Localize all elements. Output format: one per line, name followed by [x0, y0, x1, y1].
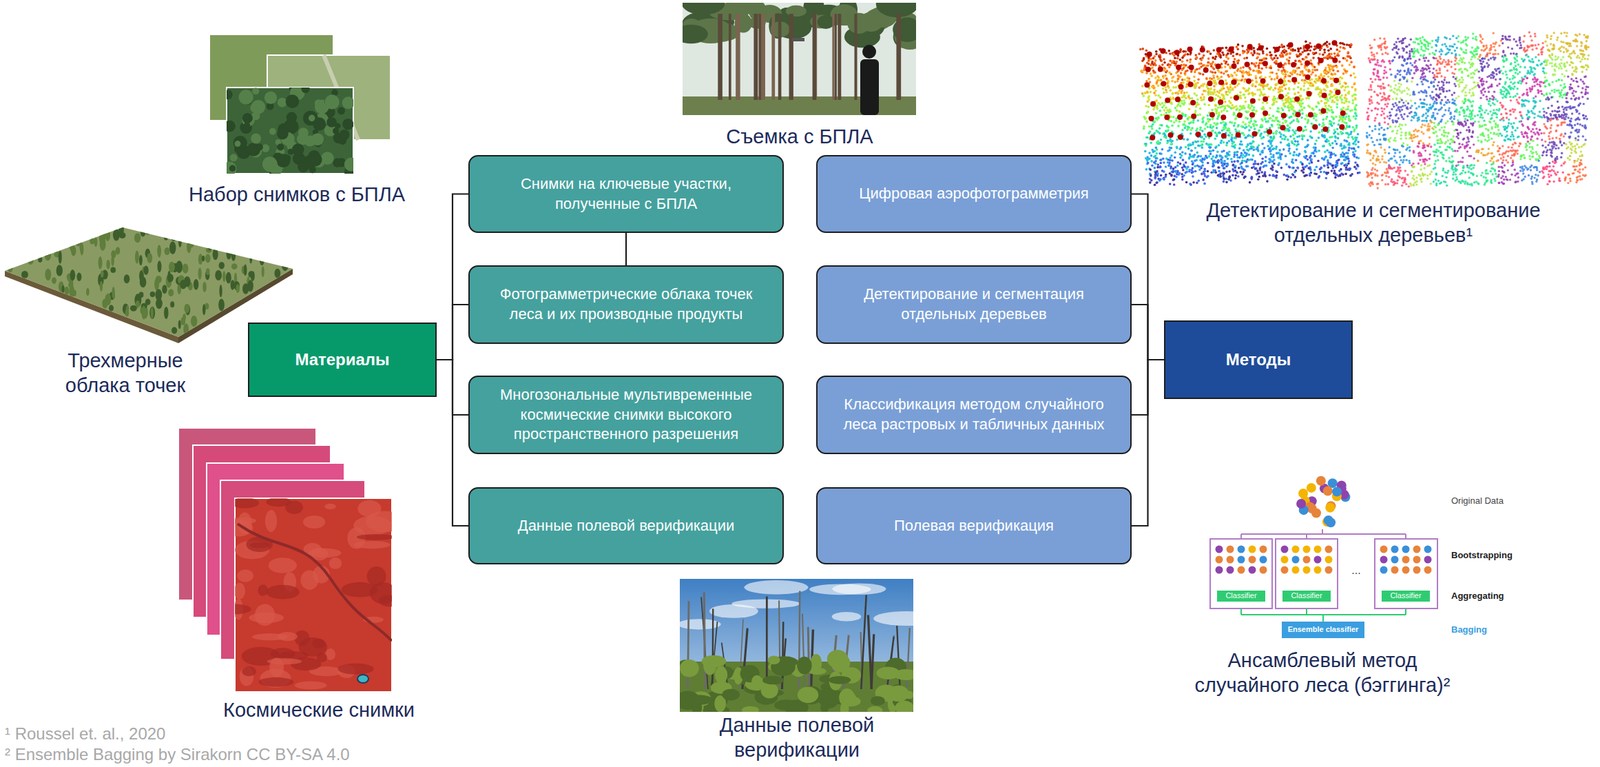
page-stage: МатериалыСнимки на ключевые участки, пол…	[0, 0, 1600, 767]
